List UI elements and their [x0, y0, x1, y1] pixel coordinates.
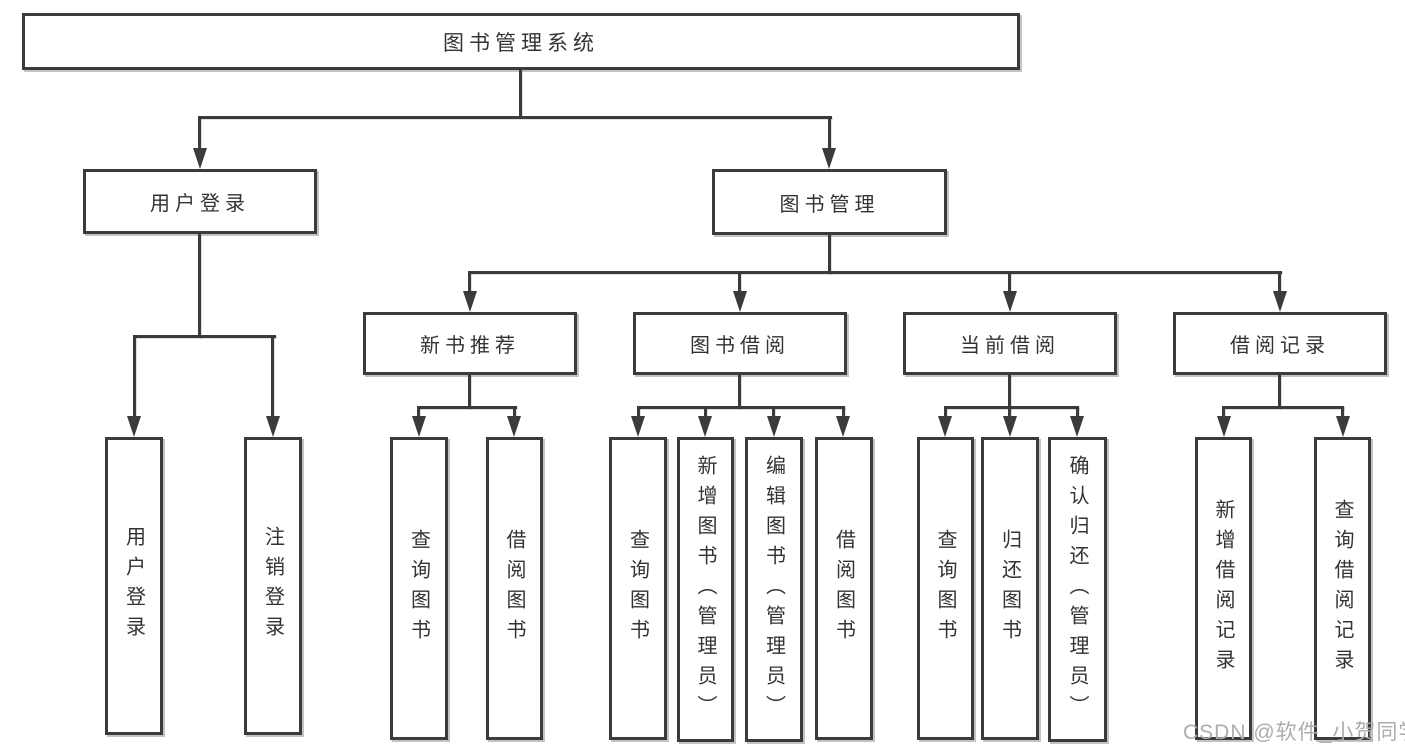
connector — [1076, 406, 1079, 419]
arrowhead-icon — [1217, 416, 1231, 437]
leaf-user-login: 用户登录 — [105, 437, 163, 735]
connector — [1278, 271, 1281, 294]
connector — [198, 116, 201, 150]
connector — [133, 335, 136, 419]
arrowhead-icon — [767, 416, 781, 437]
node-label: 新增借阅记录 — [1212, 498, 1234, 679]
node-label: 借阅图书 — [832, 528, 855, 649]
arrowhead-icon — [266, 416, 280, 437]
connector — [1008, 271, 1011, 294]
leaf-borrow-books-recommend: 借阅图书 — [486, 437, 543, 740]
node-label: 查询图书 — [407, 528, 430, 649]
leaf-borrow-books: 借阅图书 — [815, 437, 873, 740]
node-label: 确认归还（管理员） — [1066, 454, 1088, 725]
connector — [944, 406, 1079, 409]
leaf-confirm-return-admin: 确认归还（管理员） — [1048, 437, 1107, 742]
connector — [513, 406, 516, 419]
leaf-query-books-recommend: 查询图书 — [390, 437, 448, 740]
arrowhead-icon — [733, 291, 747, 312]
connector — [828, 116, 831, 150]
arrowhead-icon — [631, 416, 645, 437]
arrowhead-icon — [1003, 291, 1017, 312]
leaf-return-books: 归还图书 — [981, 437, 1039, 740]
node-label: 编辑图书（管理员） — [762, 454, 785, 725]
node-user-login: 用户登录 — [83, 169, 317, 234]
connector — [828, 234, 831, 274]
arrowhead-icon — [1273, 291, 1287, 312]
arrowhead-icon — [836, 416, 850, 437]
connector — [704, 406, 707, 419]
arrowhead-icon — [1003, 416, 1017, 437]
connector — [198, 234, 201, 338]
node-new-book-recommend: 新书推荐 — [363, 312, 577, 375]
leaf-logout: 注销登录 — [244, 437, 302, 735]
arrowhead-icon — [822, 148, 836, 169]
connector — [637, 406, 845, 409]
node-label: 查询图书 — [934, 528, 956, 649]
arrowhead-icon — [1070, 416, 1084, 437]
node-label: 注销登录 — [261, 526, 284, 646]
arrowhead-icon — [698, 416, 712, 437]
arrowhead-icon — [938, 416, 952, 437]
node-label: 借阅图书 — [503, 528, 525, 649]
connector — [842, 406, 845, 419]
connector — [468, 271, 1282, 274]
arrowhead-icon — [127, 416, 141, 437]
leaf-query-books-borrow: 查询图书 — [609, 437, 667, 740]
node-book-borrow: 图书借阅 — [633, 312, 847, 375]
node-borrow-records: 借阅记录 — [1173, 312, 1387, 375]
node-label: 图书借阅 — [690, 335, 790, 357]
connector — [1222, 406, 1344, 409]
arrowhead-icon — [1336, 416, 1350, 437]
node-label: 查询借阅记录 — [1331, 498, 1353, 679]
connector — [1008, 406, 1011, 419]
leaf-add-books-admin: 新增图书（管理员） — [677, 437, 734, 742]
connector — [1278, 375, 1281, 409]
node-label: 用户登录 — [150, 193, 250, 215]
connector — [772, 406, 775, 419]
node-label: 归还图书 — [998, 528, 1021, 649]
connector — [271, 335, 274, 419]
arrowhead-icon — [463, 291, 477, 312]
node-label: 图书管理系统 — [443, 31, 599, 55]
arrowhead-icon — [193, 148, 207, 169]
arrowhead-icon — [412, 416, 426, 437]
node-label: 用户登录 — [122, 526, 145, 646]
node-book-management: 图书管理 — [712, 169, 947, 235]
node-label: 查询图书 — [626, 528, 649, 649]
connector — [468, 375, 471, 409]
node-label: 新增图书（管理员） — [694, 454, 716, 725]
connector — [1341, 406, 1344, 419]
csdn-watermark: CSDN @软件_小贺同学 — [1183, 721, 1405, 744]
connector — [738, 375, 741, 409]
connector — [1222, 406, 1225, 419]
leaf-edit-books-admin: 编辑图书（管理员） — [745, 437, 803, 742]
leaf-query-books-current: 查询图书 — [917, 437, 974, 740]
connector — [198, 116, 832, 119]
node-label: 借阅记录 — [1230, 335, 1330, 357]
connector — [738, 271, 741, 294]
node-current-borrow: 当前借阅 — [903, 312, 1117, 375]
connector — [133, 335, 276, 338]
connector — [417, 406, 517, 409]
connector — [1008, 375, 1011, 409]
connector — [944, 406, 947, 419]
connector — [417, 406, 420, 419]
leaf-add-borrow-record: 新增借阅记录 — [1195, 437, 1252, 740]
connector — [468, 271, 471, 294]
node-label: 图书管理 — [779, 193, 880, 216]
arrowhead-icon — [507, 416, 521, 437]
leaf-query-borrow-record: 查询借阅记录 — [1314, 437, 1371, 740]
connector — [519, 70, 522, 118]
connector — [637, 406, 640, 419]
node-label: 当前借阅 — [960, 335, 1060, 357]
node-label: 新书推荐 — [420, 335, 520, 357]
node-library-system: 图书管理系统 — [22, 13, 1020, 70]
